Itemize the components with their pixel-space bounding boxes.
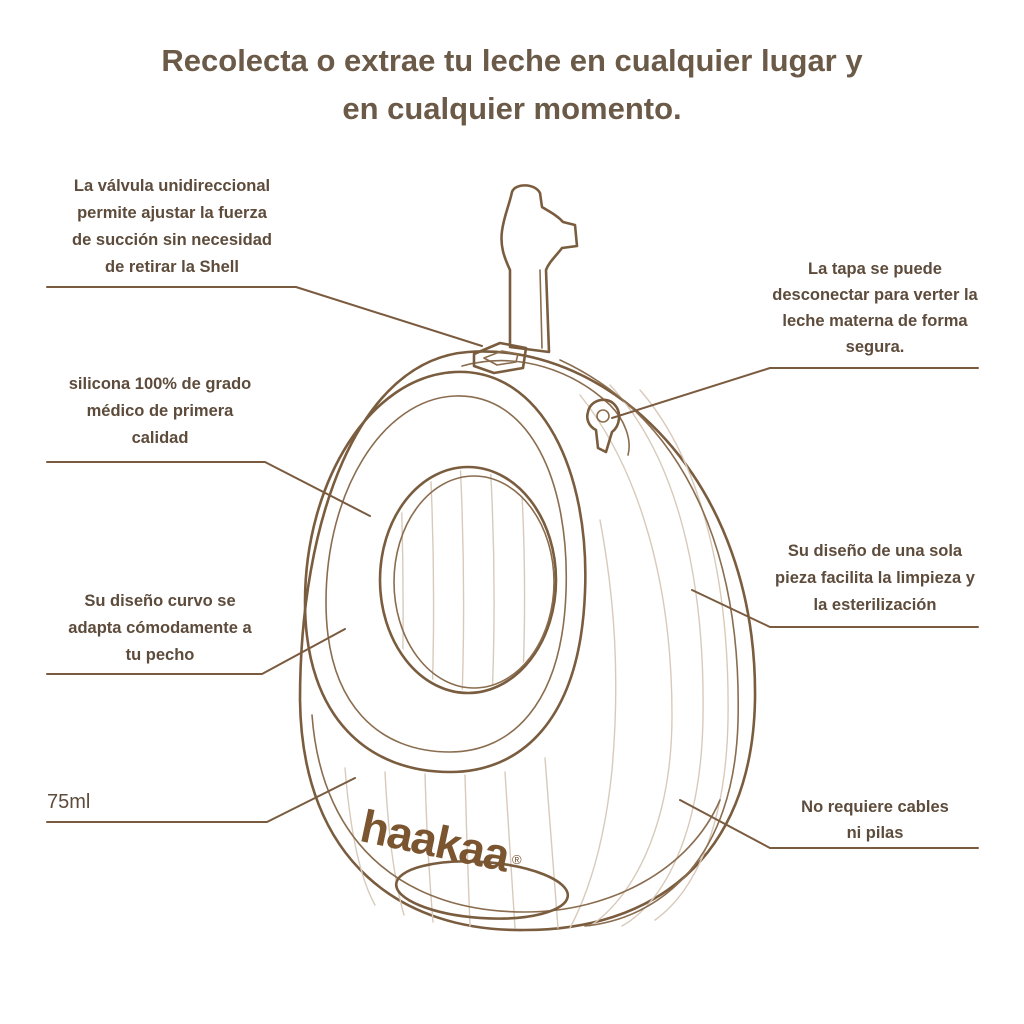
leader-line-capacity	[47, 778, 355, 822]
callout-silicone: silicona 100% de grado médico de primera…	[47, 375, 370, 516]
callout-no-cables-line-2: ni pilas	[847, 824, 904, 842]
callout-one-piece-line-1: Su diseño de una sola	[788, 542, 963, 560]
callout-lid: La tapa se puede desconectar para verter…	[612, 260, 979, 418]
leader-line-silicone	[47, 462, 370, 516]
callout-lid-line-2: desconectar para verter la	[772, 286, 978, 304]
callout-one-piece-line-2: pieza facilita la limpieza y	[775, 569, 976, 587]
callout-valve-line-3: de succión sin necesidad	[72, 231, 272, 249]
shell-stripe	[580, 395, 672, 926]
milk-collector-shell: haakaa ®	[300, 185, 755, 930]
callout-curved-line-2: adapta cómodamente a	[68, 619, 252, 637]
lid-release-knob	[587, 400, 619, 452]
callout-no-cables-line-1: No requiere cables	[801, 798, 949, 816]
registered-mark: ®	[512, 852, 522, 867]
callout-one-piece: Su diseño de una sola pieza facilita la …	[692, 542, 978, 627]
opening-interior-stripes	[400, 460, 525, 700]
valve-base	[474, 343, 526, 373]
callout-valve-line-4: de retirar la Shell	[105, 258, 239, 276]
capacity-label: 75ml	[47, 791, 90, 813]
haakaa-logo: haakaa	[356, 799, 515, 881]
valve-stem-edge	[540, 270, 542, 348]
leader-line-lid	[612, 368, 978, 418]
title-line-2: en cualquier momento.	[342, 91, 681, 126]
shell-side-edge	[560, 360, 738, 926]
callout-valve: La válvula unidireccional permite ajusta…	[47, 177, 482, 346]
callout-valve-line-1: La válvula unidireccional	[74, 177, 270, 195]
callout-lid-line-1: La tapa se puede	[808, 260, 942, 278]
callout-silicone-line-2: médico de primera	[87, 402, 235, 420]
shell-stripe	[570, 520, 616, 928]
front-flange-inner	[326, 396, 566, 752]
callout-curved-line-1: Su diseño curvo se	[84, 592, 235, 610]
callout-curved-line-3: tu pecho	[126, 646, 195, 664]
front-flange-outer	[305, 372, 585, 772]
callout-silicone-line-1: silicona 100% de grado	[69, 375, 251, 393]
callout-silicone-line-3: calidad	[132, 429, 189, 447]
callout-one-piece-line-3: la esterilización	[814, 596, 937, 614]
callout-lid-line-4: segura.	[846, 338, 905, 356]
leader-line-valve	[47, 287, 482, 346]
title-line-1: Recolecta o extrae tu leche en cualquier…	[161, 43, 863, 78]
callout-lid-line-3: leche materna de forma	[782, 312, 968, 330]
breast-opening-inner	[394, 476, 554, 688]
callout-valve-line-2: permite ajustar la fuerza	[77, 204, 268, 222]
valve-stem	[501, 185, 577, 352]
shell-stripe	[545, 758, 558, 928]
callout-capacity: 75ml	[47, 778, 355, 822]
